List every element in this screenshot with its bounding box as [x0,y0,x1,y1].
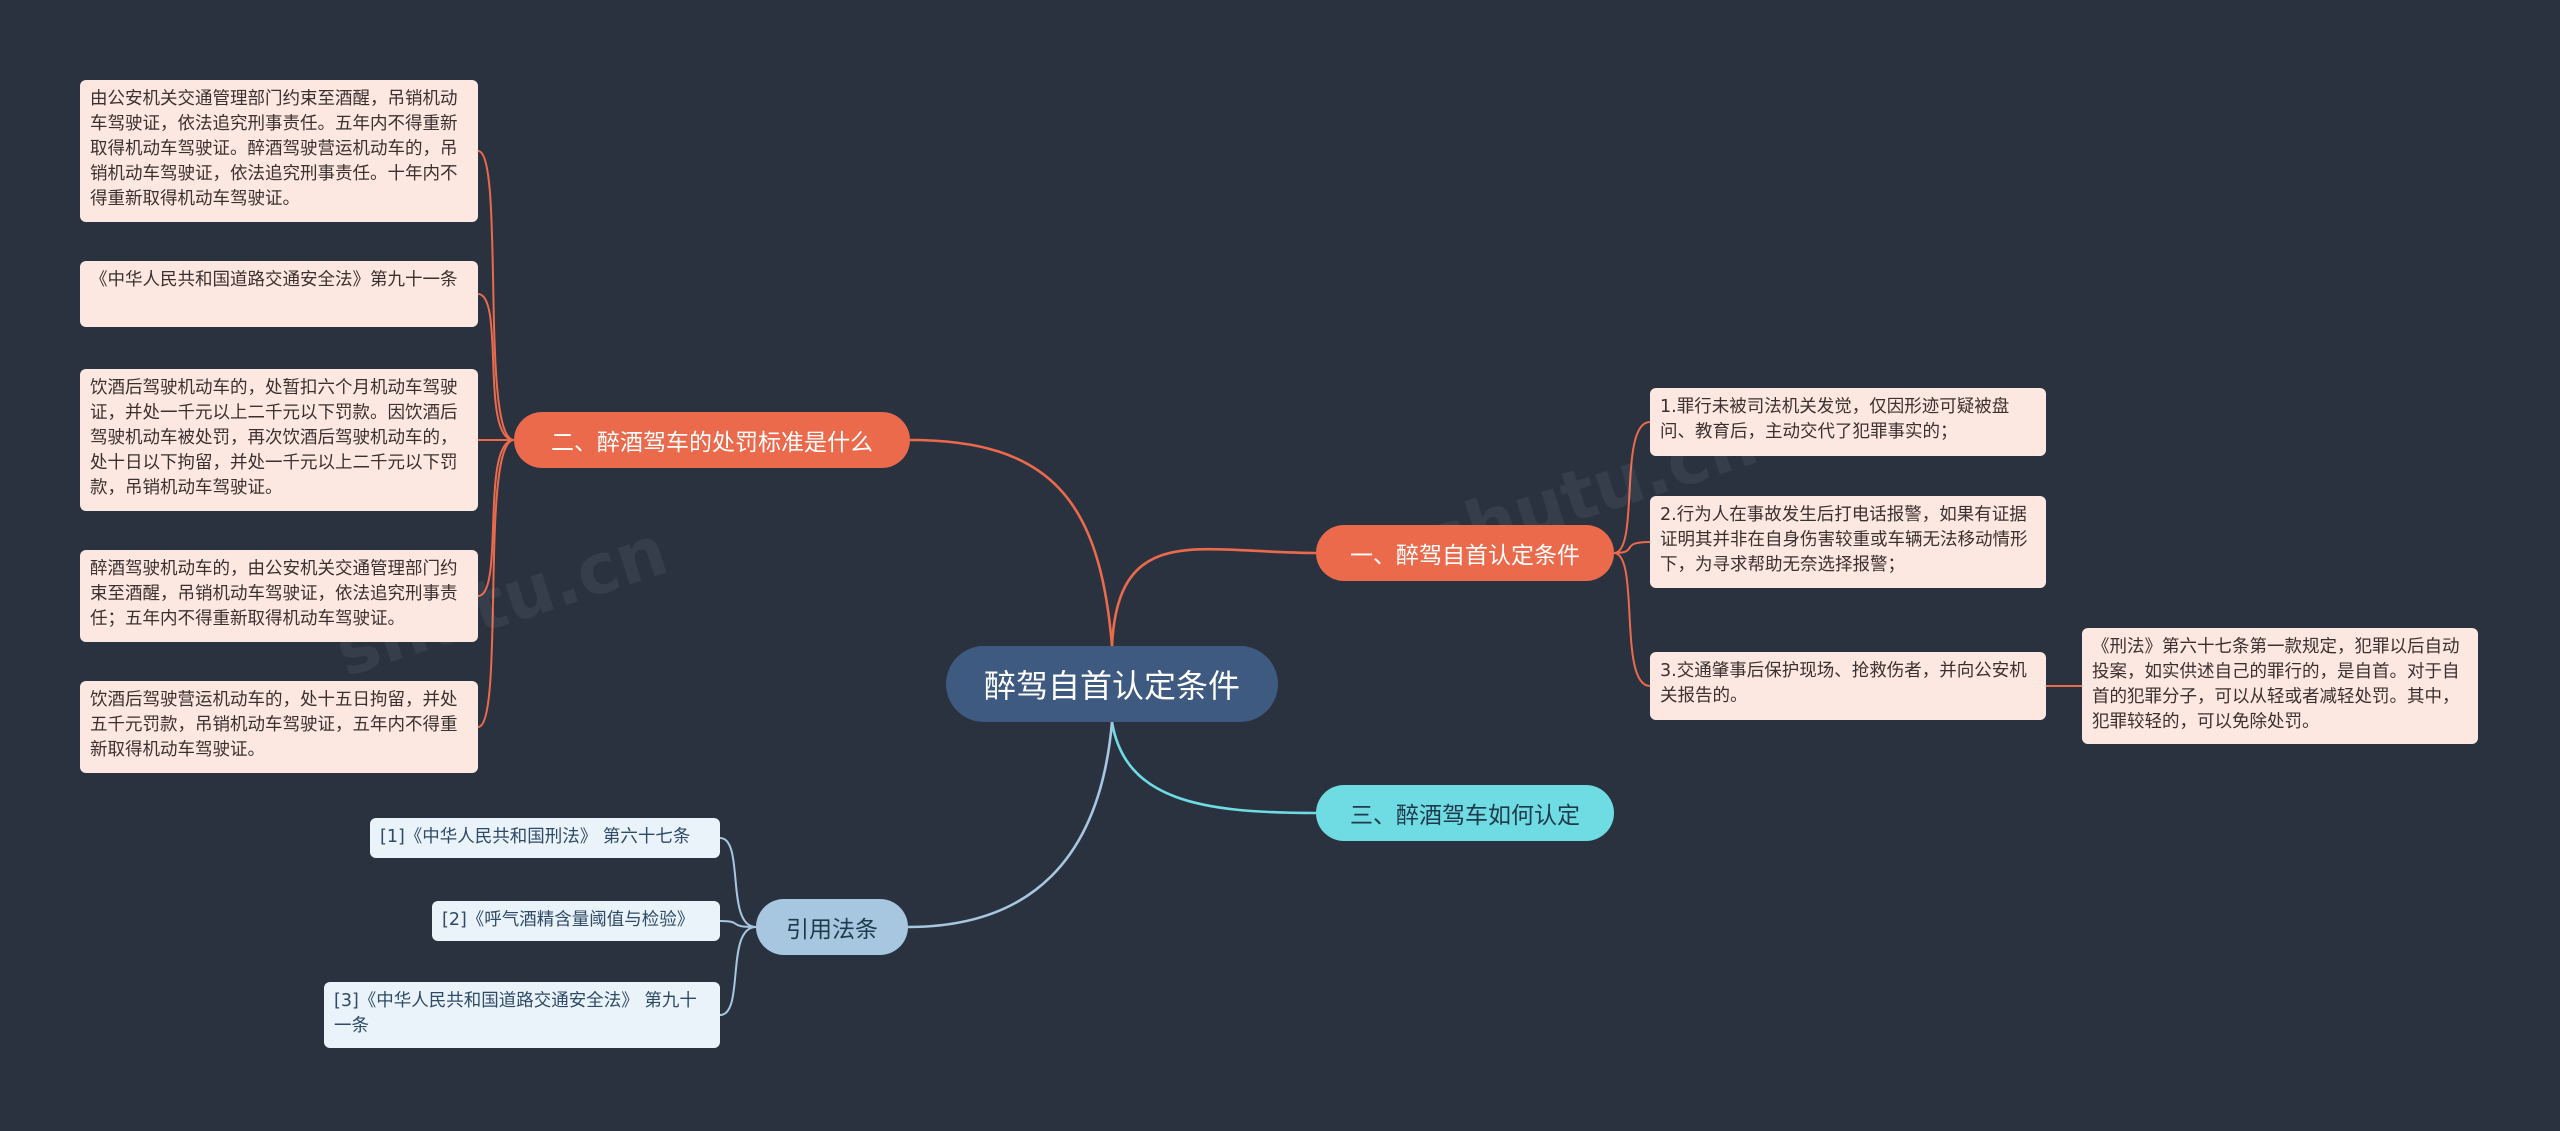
connector-branch-2-leaf [477,439,515,728]
leaf-node[interactable]: 《刑法》第六十七条第一款规定，犯罪以后自动投案，如实供述自己的罪行的，是自首。对… [2082,628,2478,744]
connector-branch-4-ref [719,920,757,928]
leaf-node[interactable]: 由公安机关交通管理部门约束至酒醒，吊销机动车驾驶证，依法追究刑事责任。五年内不得… [80,80,478,222]
connector-branch-1-leaf [1613,552,1651,687]
reference-item[interactable]: [1]《中华人民共和国刑法》 第六十七条 [370,818,720,858]
leaf-node[interactable]: 饮酒后驾驶营运机动车的，处十五日拘留，并处五千元罚款，吊销机动车驾驶证，五年内不… [80,681,478,773]
leaf-node[interactable]: 3.交通肇事后保护现场、抢救伤者，并向公安机关报告的。 [1650,652,2046,720]
leaf-node[interactable]: 醉酒驾驶机动车的，由公安机关交通管理部门约束至酒醒，吊销机动车驾驶证，依法追究刑… [80,550,478,642]
connector-branch-2-leaf [477,293,515,441]
connector-root-branch-4 [907,721,1114,929]
connector-branch-1-leaf [1613,541,1651,554]
reference-item[interactable]: [3]《中华人民共和国道路交通安全法》 第九十一条 [324,982,720,1048]
root-topic[interactable]: 醉驾自首认定条件 [946,646,1278,722]
reference-item[interactable]: [2]《呼气酒精含量阈值与检验》 [432,901,720,941]
branch-topic-1[interactable]: 一、醉驾自首认定条件 [1316,525,1614,581]
connector-root-branch-1 [1110,547,1317,647]
connector-branch-1-leaf [1613,421,1651,554]
leaf-node[interactable]: 2.行为人在事故发生后打电话报警，如果有证据证明其并非在自身伤害较重或车辆无法移… [1650,496,2046,588]
connector-branch-4-ref [719,926,757,1016]
connector-branch-2-leaf [477,439,515,597]
connector-branch-4-ref [719,837,757,928]
branch-topic-2[interactable]: 二、醉酒驾车的处罚标准是什么 [514,412,910,468]
connector-branch-2-leaf [477,150,515,441]
leaf-node[interactable]: 《中华人民共和国道路交通安全法》第九十一条 [80,261,478,327]
connector-root-branch-2 [909,438,1114,647]
leaf-node[interactable]: 饮酒后驾驶机动车的，处暂扣六个月机动车驾驶证，并处一千元以上二千元以下罚款。因饮… [80,369,478,511]
branch-topic-3[interactable]: 三、醉酒驾车如何认定 [1316,785,1614,841]
connector-root-branch-3 [1110,721,1317,815]
branch-topic-4[interactable]: 引用法条 [756,899,908,955]
leaf-node[interactable]: 1.罪行未被司法机关发觉，仅因形迹可疑被盘问、教育后，主动交代了犯罪事实的； [1650,388,2046,456]
